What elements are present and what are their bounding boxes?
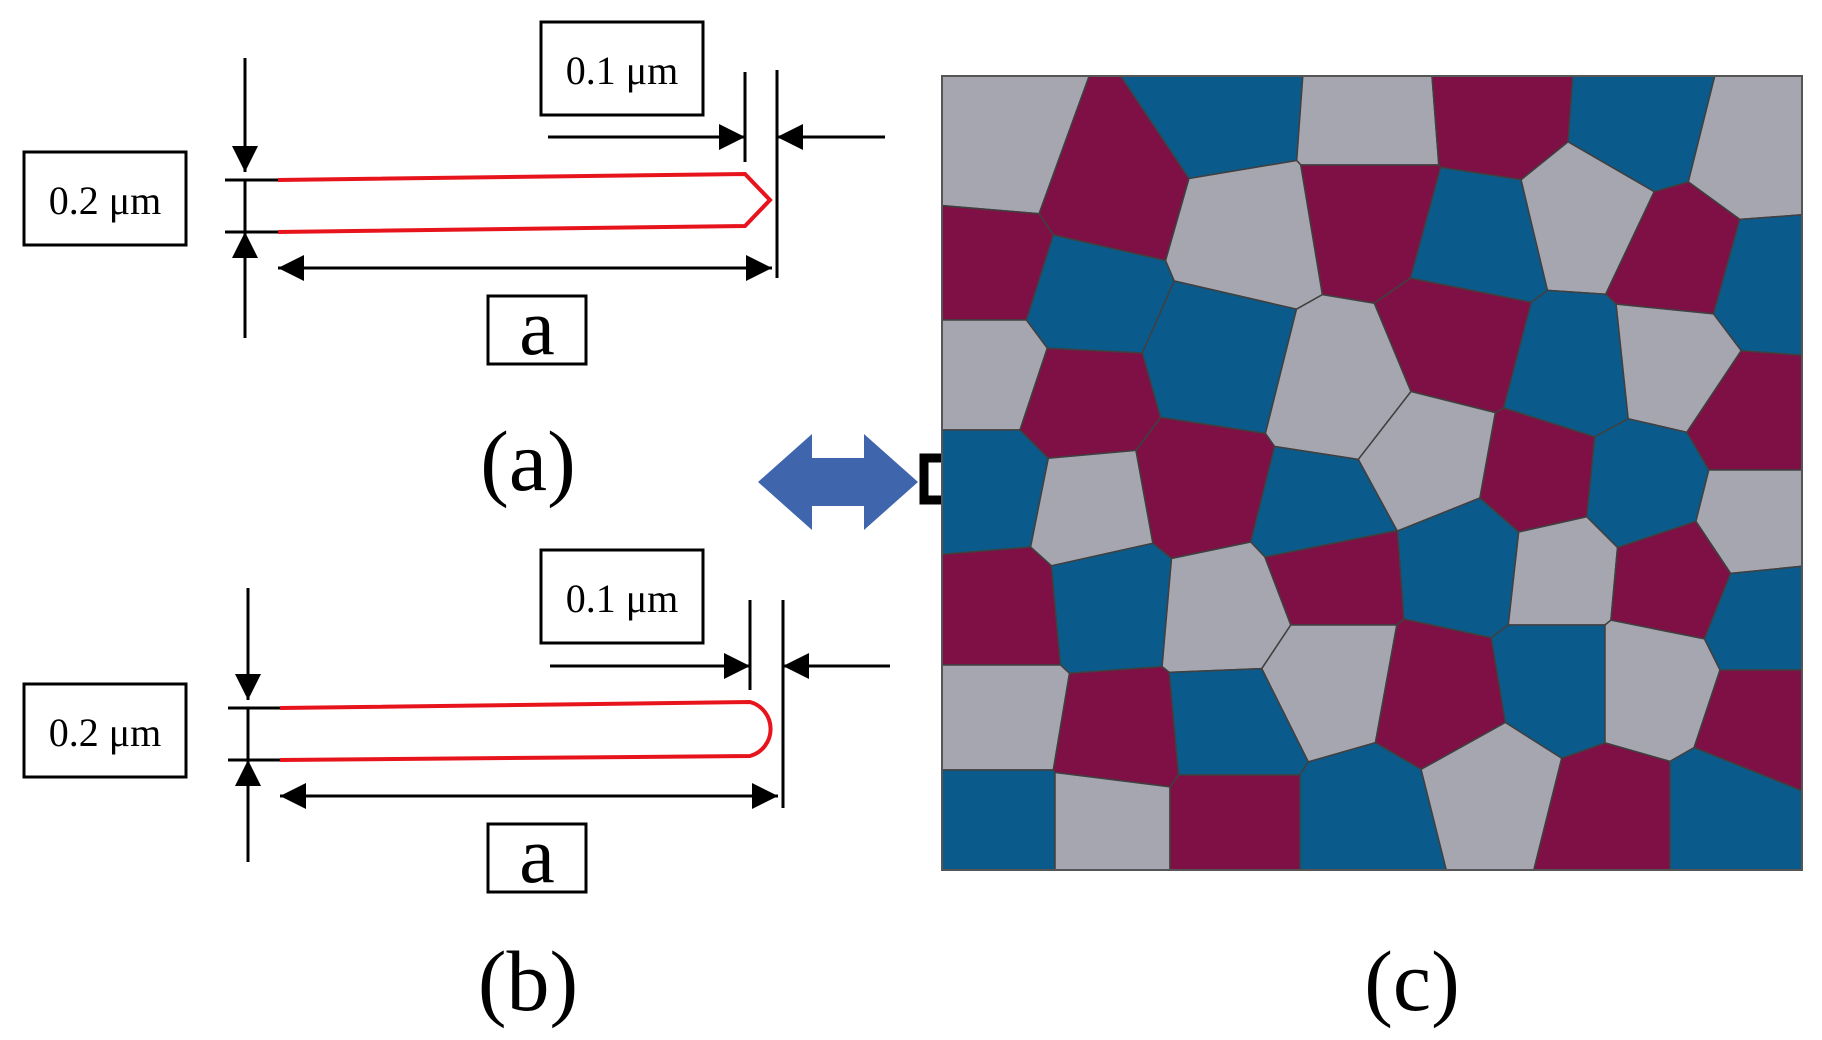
width-label-a: 0.2 μm — [49, 178, 162, 223]
panel-a: 0.2 μm 0.1 μm a (a) — [22, 20, 885, 509]
grain-cell — [941, 546, 1062, 666]
grain-cell — [1169, 774, 1301, 871]
crack-outline-b — [279, 699, 773, 762]
caption-c: (c) — [1364, 933, 1459, 1029]
panel-c: (c) — [941, 75, 1803, 1029]
width-label-b: 0.2 μm — [49, 710, 162, 755]
tip-label-b: 0.1 μm — [566, 576, 679, 621]
tip-label-box-a — [539, 20, 705, 117]
crack-outline-a — [277, 171, 773, 234]
length-label-b: a — [519, 812, 555, 900]
panel-b: 0.2 μm 0.1 μm a (b) — [22, 548, 890, 1029]
grain-cell — [1019, 347, 1162, 460]
length-label-box-b — [486, 822, 588, 894]
caption-a: (a) — [480, 413, 575, 509]
tip-label-a: 0.1 μm — [566, 48, 679, 93]
width-label-box-a — [22, 150, 188, 247]
grain-map — [941, 75, 1803, 871]
grain-cell — [1054, 771, 1171, 871]
length-label-box-a — [486, 294, 588, 366]
grain-cell — [941, 664, 1071, 771]
grain-cell — [1295, 75, 1440, 166]
grain-cell — [1507, 515, 1619, 626]
double-arrow-icon — [758, 434, 918, 530]
width-label-box-b — [22, 682, 188, 779]
tip-label-box-b — [539, 548, 705, 645]
grain-cell — [1050, 542, 1173, 675]
grain-cell — [1052, 665, 1180, 788]
grain-map-border — [941, 75, 1803, 871]
grain-cell — [941, 769, 1056, 871]
length-label-a: a — [519, 284, 555, 372]
caption-b: (b) — [478, 933, 578, 1029]
